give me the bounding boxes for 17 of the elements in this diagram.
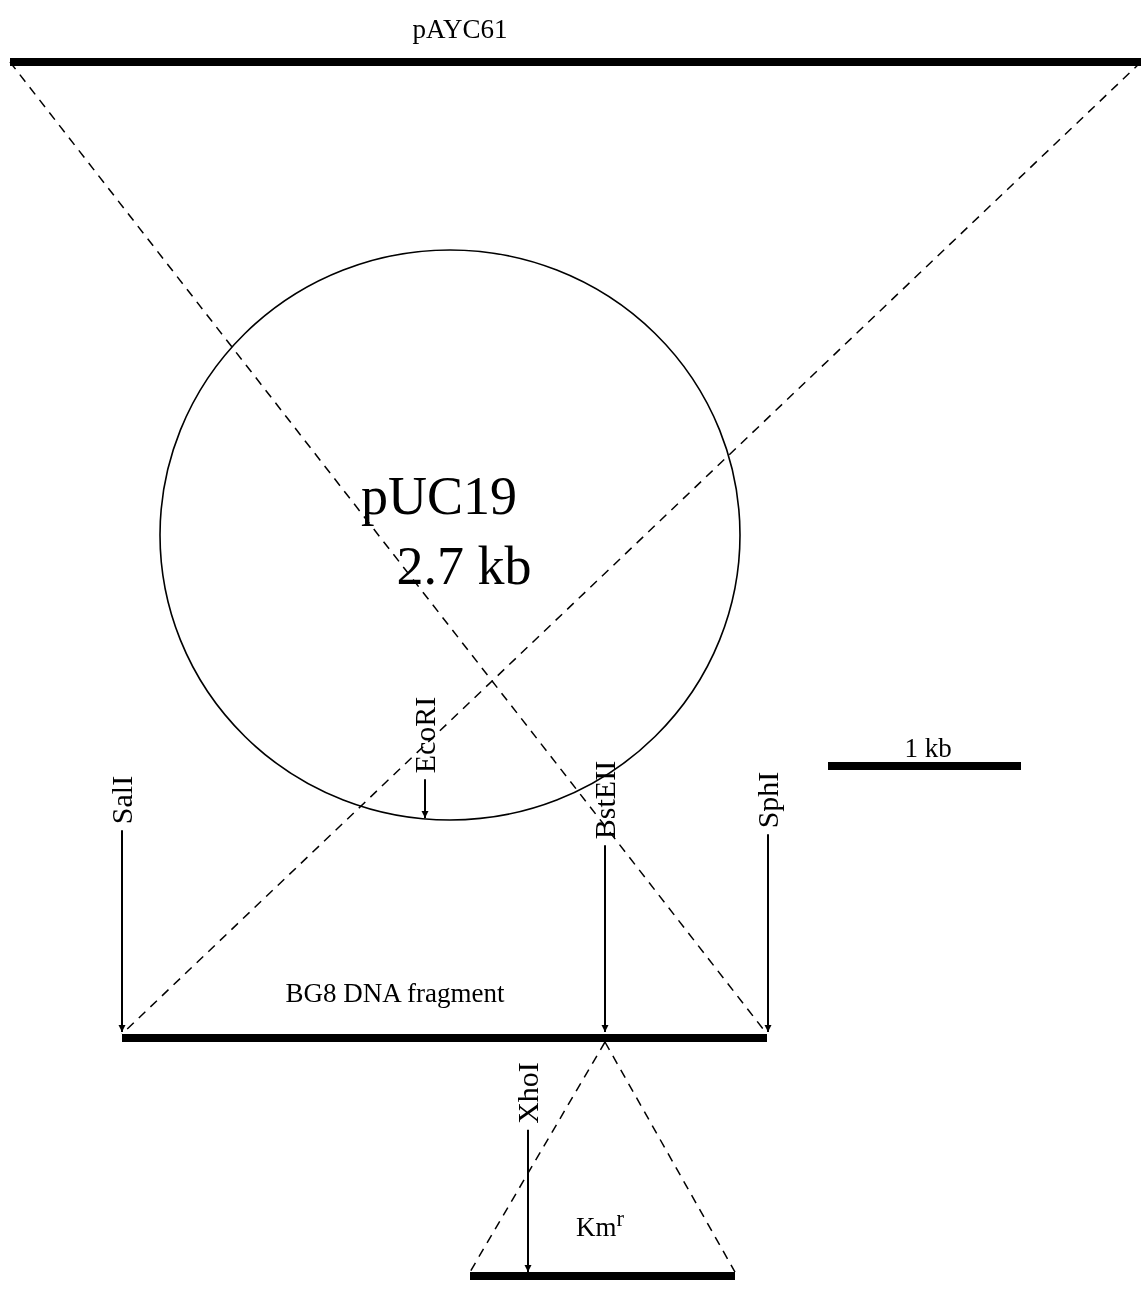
fragment-label: BG8 DNA fragment [285,980,505,1007]
scale-label: 1 kb [904,735,952,762]
arrow [118,829,126,1033]
restriction-site-label: EcoRI [410,696,440,774]
arrow [601,844,609,1033]
arrow [764,833,772,1033]
restriction-site-label: SphI [753,771,783,829]
restriction-site-label: SalI [107,775,137,825]
connector-line [604,1041,736,1273]
arrow [524,1128,532,1273]
restriction-site-label: XhoI [513,1062,543,1124]
plasmid-label: pAYC61 [412,16,508,43]
restriction-site-label: BstEII [590,760,620,840]
arrow [421,778,429,819]
marker-gene-label: Km$^{r}$ [576,1208,624,1241]
connector-line [469,1041,606,1273]
plasmid-size: 2.7 kb [396,539,532,593]
